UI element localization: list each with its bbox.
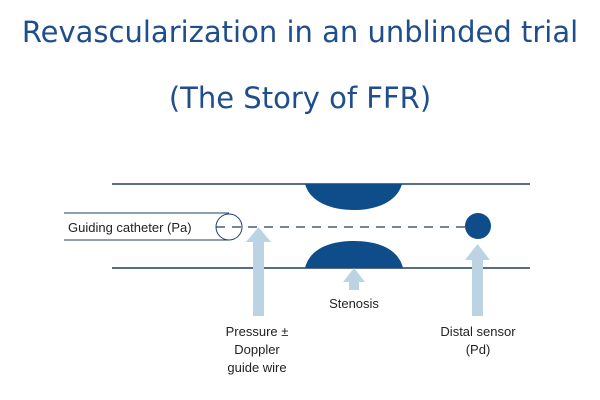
distal-sensor-dot bbox=[465, 213, 491, 239]
wire-label-line-1: Pressure ± bbox=[226, 324, 289, 339]
stenosis-label: Stenosis bbox=[329, 296, 379, 311]
stenosis-arrow bbox=[343, 268, 365, 290]
upper-plaque bbox=[305, 184, 402, 210]
wire-arrow bbox=[246, 227, 271, 316]
slide-title-line-2: (The Story of FFR) bbox=[168, 81, 432, 115]
sensor-label-line-1: Distal sensor bbox=[440, 324, 516, 339]
wire-label-line-2: Doppler bbox=[234, 342, 280, 357]
guiding-catheter-label: Guiding catheter (Pa) bbox=[68, 220, 192, 235]
wire-label-line-3: guide wire bbox=[227, 360, 286, 375]
sensor-label-line-2: (Pd) bbox=[466, 342, 491, 357]
lower-plaque bbox=[305, 241, 403, 268]
slide-title-line-1: Revascularization in an unblinded trial bbox=[21, 15, 579, 49]
sensor-arrow bbox=[465, 244, 490, 316]
